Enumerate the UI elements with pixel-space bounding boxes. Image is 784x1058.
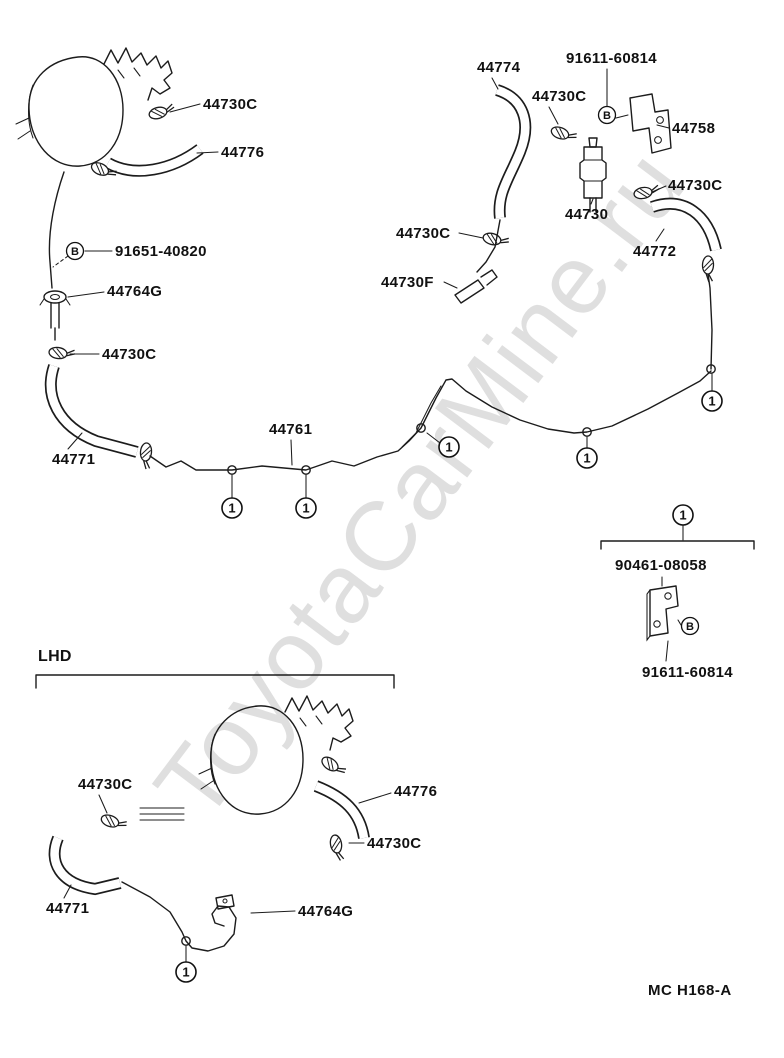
part-label-44772: 44772 xyxy=(633,243,677,260)
callout-1-a: 1 xyxy=(221,497,243,519)
pipe-node xyxy=(582,427,592,437)
part-label-91651-40820: 91651-40820 xyxy=(115,243,207,260)
clamp-icon-44730c-lhd2 xyxy=(328,833,346,863)
brake-booster-top xyxy=(15,47,173,167)
brake-booster-lhd xyxy=(198,695,354,815)
lhd-section-art xyxy=(35,674,395,952)
callout-1-b: 1 xyxy=(295,497,317,519)
part-label-44730f: 44730F xyxy=(381,274,434,291)
part-label-44730c-1: 44730C xyxy=(203,96,258,113)
clamp-icon-44772-end xyxy=(701,255,715,283)
part-label-44776-2: 44776 xyxy=(394,783,438,800)
part-label-44764g-2: 44764G xyxy=(298,903,354,920)
part-label-44730c-3: 44730C xyxy=(532,88,587,105)
hose-44776-top-inner xyxy=(105,145,203,176)
pipe-node xyxy=(181,936,191,946)
clamp-icon-lhd-booster xyxy=(318,753,348,779)
callout-1-e: 1 xyxy=(701,390,723,412)
part-label-44730c-6: 44730C xyxy=(78,776,133,793)
svg-text:1: 1 xyxy=(228,501,235,516)
callout-1-c: 1 xyxy=(438,436,460,458)
part-label-44730c-4: 44730C xyxy=(668,177,723,194)
svg-text:1: 1 xyxy=(302,501,309,516)
part-label-44774: 44774 xyxy=(477,59,521,76)
part-label-44764g-1: 44764G xyxy=(107,283,163,300)
callout-1-d: 1 xyxy=(576,447,598,469)
pipe-node xyxy=(706,364,716,374)
part-label-44730: 44730 xyxy=(565,206,609,223)
svg-text:1: 1 xyxy=(583,451,590,466)
pipe-to-fitting xyxy=(476,219,501,273)
pipe-node xyxy=(416,423,426,433)
part-label-91611-60814-1: 91611-60814 xyxy=(566,50,657,67)
part-label-44730c-7: 44730C xyxy=(367,835,422,852)
svg-text:1: 1 xyxy=(679,508,686,523)
part-label-44771-2: 44771 xyxy=(46,900,90,917)
page-code: MC H168-A xyxy=(648,982,732,999)
pipe-left-drop xyxy=(39,171,71,341)
clamp-icon-44730c-tr1 xyxy=(549,124,579,145)
pipe-44764g-lhd xyxy=(121,881,237,952)
svg-text:1: 1 xyxy=(445,440,452,455)
part-label-44730c-5: 44730C xyxy=(396,225,451,242)
part-label-44771-1: 44771 xyxy=(52,451,96,468)
part-label-91611-60814-2: 91611-60814 xyxy=(642,664,733,681)
leader-lines xyxy=(52,68,713,963)
pipe-node xyxy=(227,465,237,475)
part-label-90461-08058: 90461-08058 xyxy=(615,557,707,574)
svg-text:B: B xyxy=(603,110,611,122)
hose-44772-inner xyxy=(650,199,721,252)
svg-text:B: B xyxy=(71,246,79,258)
clamp-icon-44730c-tr2 xyxy=(632,183,662,201)
part-label-44761: 44761 xyxy=(269,421,313,438)
hose-44771-lhd-inner xyxy=(50,836,122,894)
pipe-44761-run xyxy=(149,273,716,475)
connector-b-2: B xyxy=(597,105,617,125)
clamp-icon-44730c-lhd1 xyxy=(99,812,129,833)
clip-detail-group xyxy=(600,540,755,662)
part-label-44730c-2: 44730C xyxy=(102,346,157,363)
part-label-44776-1: 44776 xyxy=(221,144,265,161)
svg-text:1: 1 xyxy=(182,965,189,980)
svg-text:B: B xyxy=(686,621,694,633)
check-valve-44730 xyxy=(579,137,607,213)
callout-1-g: 1 xyxy=(175,961,197,983)
grommet-44764g-top xyxy=(43,290,67,304)
connector-b-1: B xyxy=(65,241,85,261)
svg-text:1: 1 xyxy=(708,394,715,409)
fitting-44730f xyxy=(454,269,498,304)
pipe-node xyxy=(301,465,311,475)
hose-44771-top-inner xyxy=(46,364,139,457)
hose-44776-lhd-inner xyxy=(314,781,369,839)
section-label-lhd: LHD xyxy=(38,648,72,665)
connector-b-3: B xyxy=(680,616,700,636)
bracket-44758 xyxy=(629,93,672,154)
callout-1-f: 1 xyxy=(672,504,694,526)
hose-44774-inner xyxy=(495,85,530,219)
part-label-44758: 44758 xyxy=(672,120,716,137)
